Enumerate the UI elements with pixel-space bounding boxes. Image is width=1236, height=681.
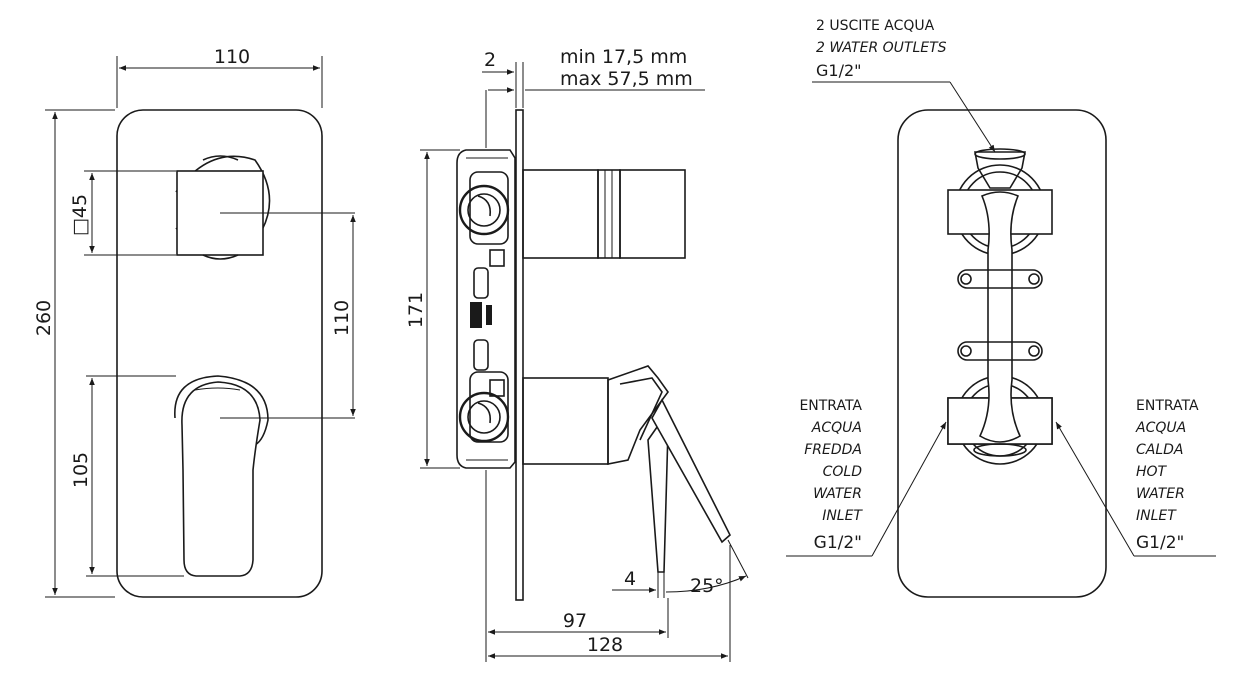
front-view: 110 260 □45 110 105: [33, 46, 356, 598]
body-details: [470, 249, 505, 397]
hot-label-5: INLET: [1136, 508, 1177, 524]
hot-label-0: ENTRATA: [1136, 398, 1199, 414]
valve-body: [456, 149, 516, 469]
hot-inlet-callout: ENTRATA ACQUA CALDA HOT WATER INLET G1/2…: [1055, 398, 1216, 557]
depth-max-label: max 57,5 mm: [560, 68, 693, 90]
dim-lever: 4 25°: [612, 539, 749, 598]
outlets-label-it: 2 USCITE ACQUA: [816, 18, 935, 34]
cover-plate: [116, 109, 323, 598]
cold-label-0: ENTRATA: [799, 398, 862, 414]
diverter-cartridge: [522, 169, 686, 259]
cold-inlet-callout: ENTRATA ACQUA FREDDA COLD WATER INLET G1…: [786, 398, 947, 557]
dim-height: 260: [33, 109, 115, 598]
dim-body-height: 171: [405, 149, 460, 469]
hot-label-2: CALDA: [1136, 442, 1184, 458]
diverter-knob: [175, 155, 271, 260]
mixer-cartridge: [522, 365, 731, 573]
side-view: 2 min 17,5 mm max 57,5 mm 171 4 25°: [405, 46, 749, 662]
outlets-label-thread: G1/2": [816, 61, 862, 80]
rear-plate: [897, 109, 1107, 598]
hot-label-6: G1/2": [1136, 533, 1184, 553]
dim-lever-offset: 105: [70, 375, 184, 577]
bottom-connector: [458, 371, 510, 443]
hot-label-4: WATER: [1136, 486, 1185, 502]
hot-label-1: ACQUA: [1135, 420, 1186, 436]
dim-axis-label: 110: [331, 300, 353, 336]
outlets-callout: 2 USCITE ACQUA 2 WATER OUTLETS G1/2": [812, 18, 996, 153]
hot-label-3: HOT: [1136, 464, 1168, 480]
dim-width-label: 110: [214, 46, 250, 68]
dim-plate: 2 min 17,5 mm max 57,5 mm: [482, 46, 705, 148]
dim-lever-label: 105: [70, 452, 92, 488]
depth-min-label: min 17,5 mm: [560, 46, 687, 68]
outlets-label-en: 2 WATER OUTLETS: [816, 40, 947, 56]
cold-label-2: FREDDA: [804, 442, 862, 458]
dim-knob: □45: [69, 170, 176, 256]
dim-axis-spacing: 110: [331, 215, 356, 416]
dim-width: 110: [116, 46, 323, 108]
cold-label-1: ACQUA: [811, 420, 862, 436]
cold-label-6: G1/2": [814, 533, 862, 553]
dim-plate-label: 2: [484, 49, 496, 71]
dim-knob-label: □45: [69, 194, 91, 236]
rear-valve-body: [947, 148, 1053, 465]
rear-view: 2 USCITE ACQUA 2 WATER OUTLETS G1/2" ENT…: [786, 18, 1216, 598]
dim-4-label: 4: [624, 568, 636, 590]
cold-label-4: WATER: [813, 486, 862, 502]
dim-171-label: 171: [405, 292, 427, 328]
lever-handle: [174, 375, 269, 577]
cold-label-5: INLET: [822, 508, 863, 524]
top-connector: [458, 171, 510, 245]
dim-angle-label: 25°: [690, 575, 724, 597]
dim-97-label: 97: [563, 610, 587, 632]
dim-height-label: 260: [33, 300, 55, 336]
cold-label-3: COLD: [823, 464, 863, 480]
dim-depths: 97 128: [485, 470, 731, 662]
side-plate: [515, 109, 524, 601]
dim-128-label: 128: [587, 634, 623, 656]
